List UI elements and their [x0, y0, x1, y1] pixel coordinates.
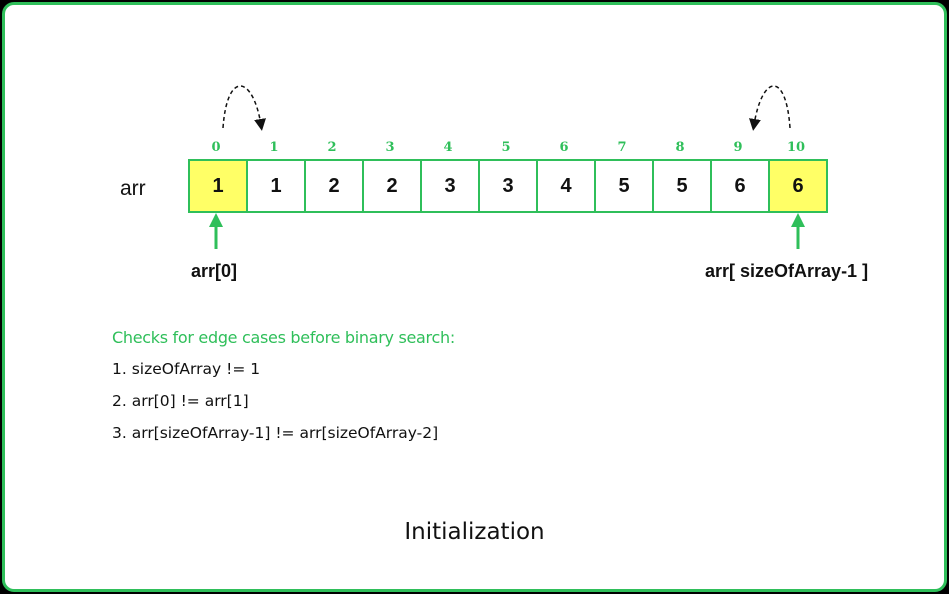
array-cell: 3 — [422, 161, 480, 211]
array-name: arr — [120, 177, 146, 200]
array-index-label: 10 — [786, 140, 806, 155]
array-cell: 4 — [538, 161, 596, 211]
array-index-label: 7 — [617, 140, 627, 155]
array-cell: 1 — [190, 161, 248, 211]
curved-arrow-right — [749, 85, 791, 131]
green-up-arrow-right — [791, 213, 805, 249]
curved-arrow-left — [222, 85, 266, 131]
array-cell: 3 — [480, 161, 538, 211]
array-index-label: 4 — [443, 140, 453, 155]
check-item-3: 3. arr[sizeOfArray-1] != arr[sizeOfArray… — [112, 424, 439, 442]
array-index-label: 5 — [501, 140, 511, 155]
array-cell: 6 — [770, 161, 828, 211]
array-cell: 6 — [712, 161, 770, 211]
pointer-label-first: arr[0] — [191, 261, 238, 281]
array-cell: 5 — [654, 161, 712, 211]
array-index-label: 3 — [385, 140, 395, 155]
caption: Initialization — [404, 519, 545, 545]
array-cell: 1 — [248, 161, 306, 211]
array-cell: 2 — [306, 161, 364, 211]
green-up-arrow-left — [209, 213, 223, 249]
array-index-label: 0 — [211, 140, 221, 155]
array-cell: 5 — [596, 161, 654, 211]
pointer-label-last: arr[ sizeOfArray-1 ] — [705, 261, 869, 281]
check-item-2: 2. arr[0] != arr[1] — [112, 392, 249, 410]
array-index-label: 1 — [269, 140, 279, 155]
check-item-1: 1. sizeOfArray != 1 — [112, 360, 261, 378]
array-index-label: 9 — [733, 140, 743, 155]
array-index-label: 8 — [675, 140, 685, 155]
array-index-label: 6 — [559, 140, 569, 155]
array-cell: 2 — [364, 161, 422, 211]
array-index-label: 2 — [327, 140, 337, 155]
arrows-layer — [209, 85, 805, 249]
checks-title: Checks for edge cases before binary sear… — [112, 328, 455, 347]
